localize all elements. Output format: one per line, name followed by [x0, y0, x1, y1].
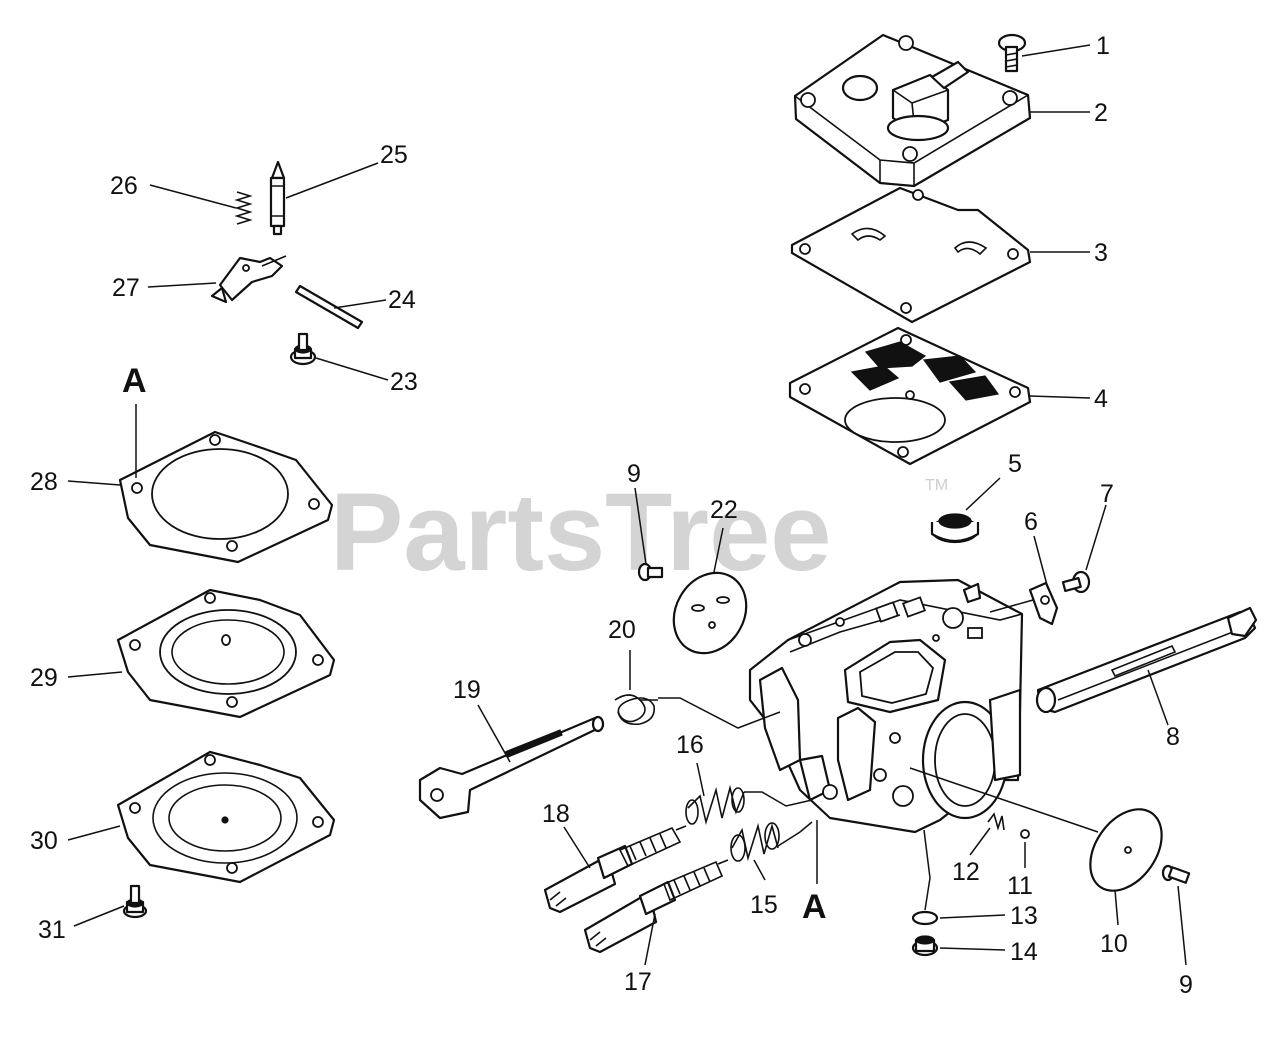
- callout-1: 1: [1096, 32, 1110, 60]
- part-13-o-ring[interactable]: [911, 910, 939, 926]
- part-30-metering-diaphragm[interactable]: [116, 750, 336, 884]
- callout-17: 17: [624, 968, 652, 996]
- callout-4: 4: [1094, 385, 1108, 413]
- part-27-control-lever[interactable]: [210, 255, 287, 304]
- callout-23: 23: [390, 368, 418, 396]
- callout-3: 3: [1094, 239, 1108, 267]
- part-11-ball[interactable]: [1020, 829, 1030, 839]
- callout-9-upper: 9: [627, 460, 641, 488]
- part-9-screw-upper[interactable]: [637, 562, 664, 582]
- part-1-screw[interactable]: [997, 33, 1027, 73]
- part-20-spring[interactable]: [614, 694, 658, 726]
- callout-29: 29: [30, 664, 58, 692]
- callout-27: 27: [112, 274, 140, 302]
- part-15-spring[interactable]: [730, 822, 780, 862]
- callout-13: 13: [1010, 902, 1038, 930]
- part-9-screw-lower[interactable]: [1161, 864, 1191, 884]
- callout-22: 22: [710, 496, 738, 524]
- part-23-screw[interactable]: [289, 332, 317, 366]
- part-28-gasket[interactable]: [118, 430, 334, 564]
- reference-mark-a-bottom: A: [802, 888, 827, 926]
- callout-11: 11: [1007, 872, 1033, 900]
- callout-28: 28: [30, 468, 58, 496]
- callout-10: 10: [1100, 930, 1128, 958]
- part-16-spring[interactable]: [685, 784, 745, 826]
- part-31-screw[interactable]: [122, 884, 148, 919]
- callout-labels: 1 2 3 4 5 6 7 8 9 9 10 11 12 13 14 15 16…: [30, 32, 1193, 999]
- part-4-pump-gasket[interactable]: [788, 326, 1032, 466]
- callout-6: 6: [1024, 508, 1038, 536]
- callout-18: 18: [542, 800, 570, 828]
- part-17-needle[interactable]: [583, 859, 729, 954]
- leader-lines: [67, 44, 1187, 966]
- part-24-pin[interactable]: [294, 284, 364, 330]
- part-19-choke-shaft[interactable]: [418, 715, 605, 820]
- callout-30: 30: [30, 827, 58, 855]
- callout-26: 26: [110, 172, 138, 200]
- carburetor-body[interactable]: [748, 578, 1024, 834]
- callout-12: 12: [952, 858, 980, 886]
- callout-8: 8: [1166, 723, 1180, 751]
- part-22-choke-plate[interactable]: [660, 560, 761, 667]
- callout-20: 20: [608, 616, 636, 644]
- part-6-clip[interactable]: [1028, 581, 1059, 626]
- part-25-inlet-needle[interactable]: [269, 160, 286, 236]
- part-18-needle[interactable]: [543, 825, 687, 914]
- callout-9-lower: 9: [1179, 971, 1193, 999]
- part-5-cap[interactable]: [930, 513, 980, 544]
- callout-5: 5: [1008, 450, 1022, 478]
- callout-15: 15: [750, 891, 778, 919]
- reference-mark-a-top: A: [122, 362, 147, 400]
- part-8-throttle-shaft[interactable]: [1035, 606, 1258, 714]
- callout-31: 31: [38, 916, 66, 944]
- watermark: PartsTree: [330, 471, 831, 594]
- part-2-pump-cover[interactable]: [793, 33, 1032, 188]
- callout-24: 24: [388, 286, 416, 314]
- part-29-diaphragm[interactable]: [116, 588, 336, 719]
- part-14-plug[interactable]: [911, 935, 939, 957]
- callout-14: 14: [1010, 938, 1038, 966]
- callout-2: 2: [1094, 99, 1108, 127]
- part-10-throttle-plate[interactable]: [1076, 796, 1177, 904]
- watermark-trademark: TM: [925, 477, 948, 494]
- part-3-gasket[interactable]: [790, 186, 1032, 324]
- callout-16: 16: [676, 731, 704, 759]
- callout-19: 19: [453, 676, 481, 704]
- part-12-spring[interactable]: [987, 812, 1005, 831]
- callout-25: 25: [380, 141, 408, 169]
- part-7-screw[interactable]: [1061, 570, 1091, 594]
- callout-7: 7: [1100, 480, 1114, 508]
- part-26-spring[interactable]: [234, 191, 253, 225]
